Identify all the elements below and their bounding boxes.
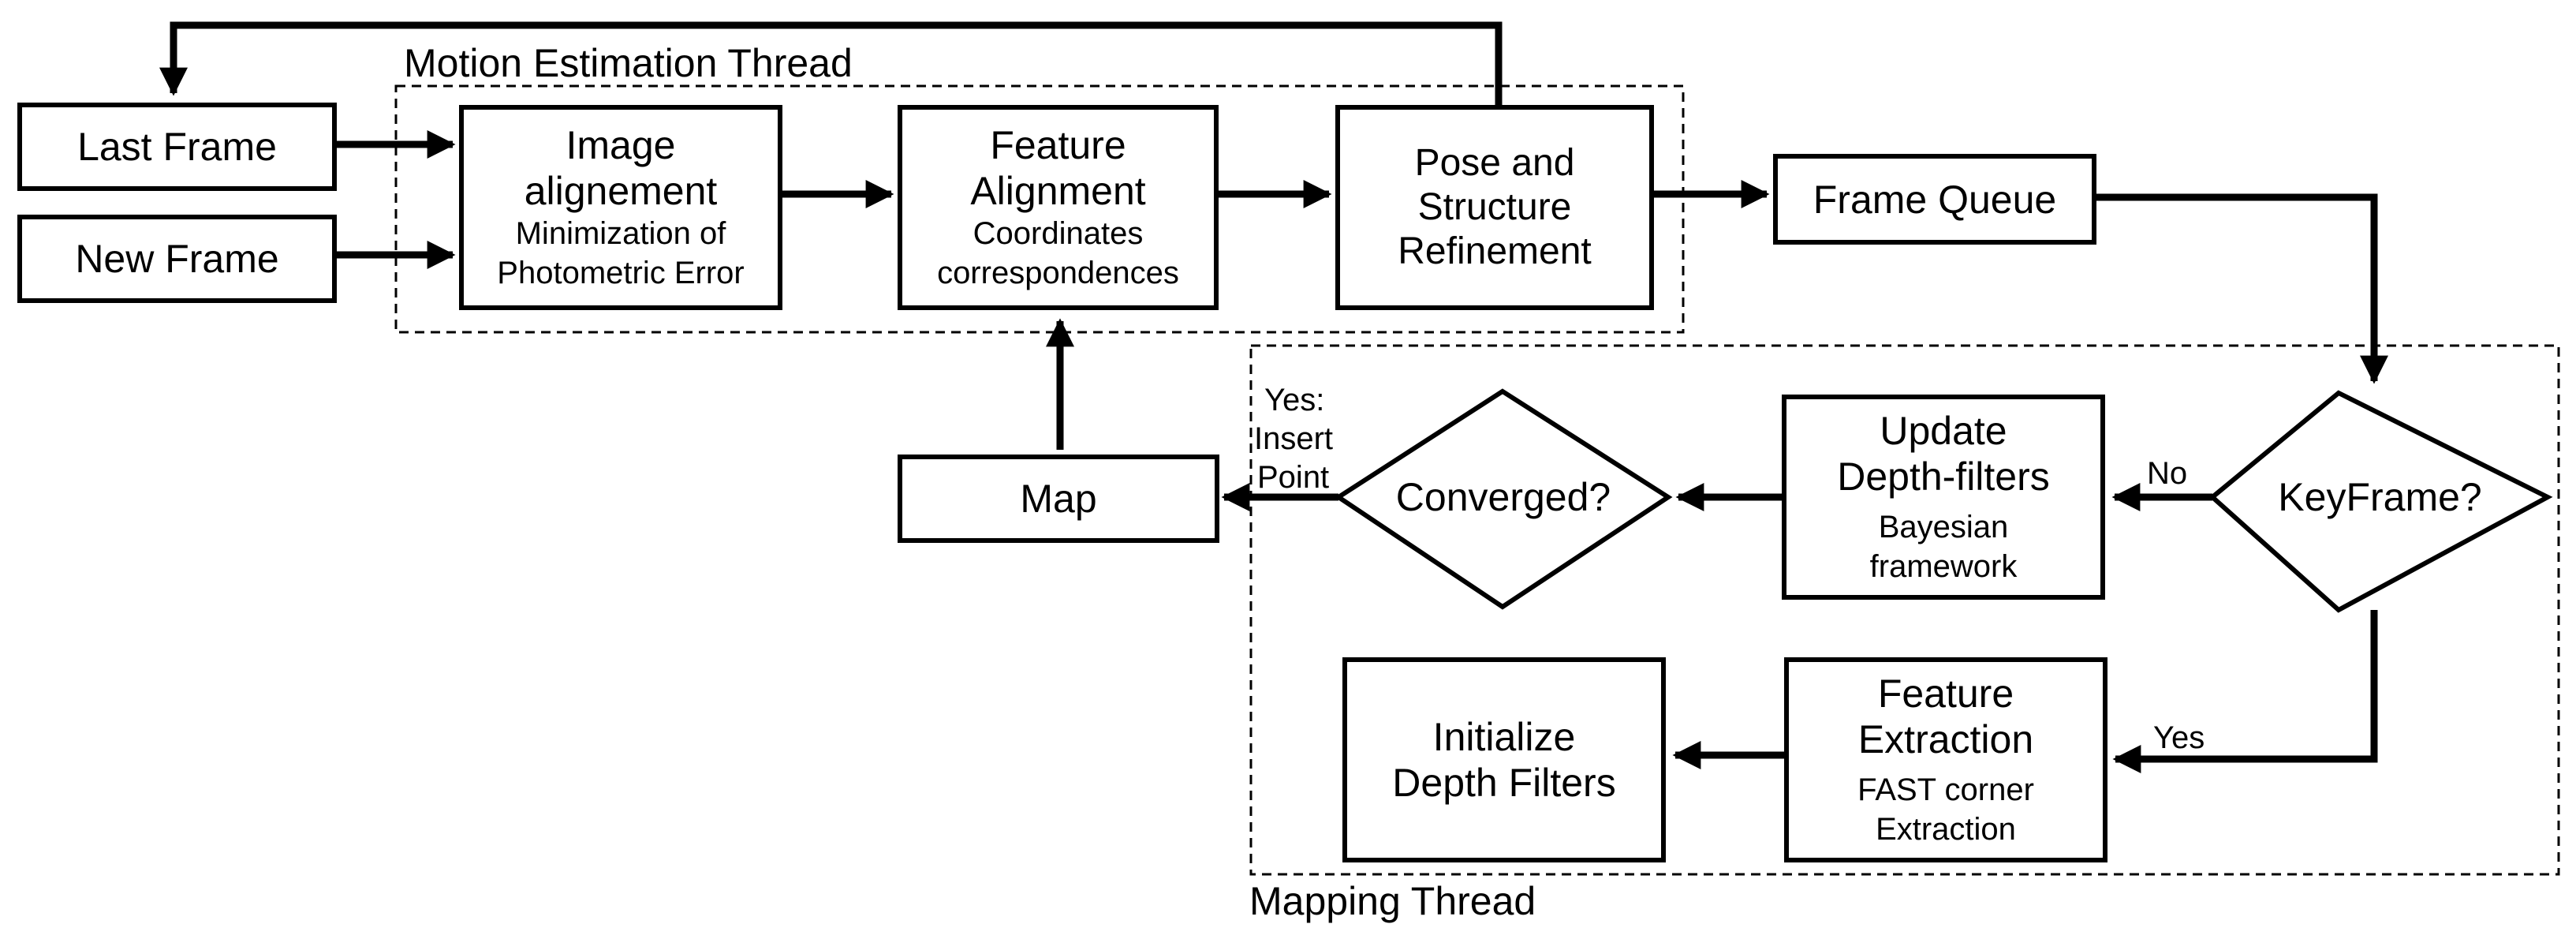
feature-extraction-box: Feature Extraction FAST corner Extractio…	[1784, 657, 2107, 862]
map-label: Map	[1020, 477, 1097, 521]
frame-queue-label: Frame Queue	[1813, 177, 2057, 222]
extraction-title-2: Extraction	[1857, 717, 2034, 761]
pose-refinement-line-2: Structure	[1417, 186, 1572, 228]
init-line-2: Depth Filters	[1392, 761, 1616, 805]
init-depth-filters-box: Initialize Depth Filters	[1342, 657, 1666, 862]
mapping-thread-label: Mapping Thread	[1249, 879, 1536, 923]
image-alignment-sub-1: Minimization of	[515, 216, 726, 251]
arrow-keyframe-yes-to-extraction	[2112, 610, 2378, 773]
extraction-sub-2: Extraction	[1876, 812, 2016, 847]
motion-thread-label: Motion Estimation Thread	[404, 41, 853, 85]
pose-refinement-line-3: Refinement	[1398, 230, 1592, 272]
feature-alignment-title-1: Feature	[990, 123, 1126, 167]
converged-diamond	[1334, 388, 1673, 610]
edge-label-yes-insert-2: Insert	[1254, 421, 1334, 456]
update-sub-1: Bayesian	[1878, 510, 2009, 544]
update-title-1: Update	[1880, 409, 2007, 453]
edge-label-yes-insert-1: Yes:	[1264, 383, 1325, 417]
edge-label-yes: Yes	[2153, 720, 2205, 755]
image-alignment-title-2: alignement	[524, 169, 718, 213]
converged-label: Converged?	[1395, 475, 1611, 519]
edge-label-yes-insert-3: Point	[1257, 460, 1330, 495]
last-frame-label: Last Frame	[77, 125, 277, 169]
extraction-sub-1: FAST corner	[1857, 773, 2034, 807]
update-sub-2: framework	[1869, 549, 2018, 584]
image-alignment-title-1: Image	[566, 123, 676, 167]
update-title-2: Depth-filters	[1837, 455, 2050, 499]
feature-alignment-title-2: Alignment	[970, 169, 1146, 213]
mapping-region	[1249, 344, 2560, 876]
arrow-feedback-to-last-frame	[159, 21, 1503, 105]
new-frame-label: New Frame	[75, 237, 279, 281]
image-alignment-sub-2: Photometric Error	[497, 256, 745, 290]
feature-alignment-box: Feature Alignment Coordinates correspond…	[898, 105, 1219, 310]
new-frame-box: New Frame	[17, 215, 337, 303]
feature-alignment-sub-2: correspondences	[937, 256, 1179, 290]
update-depth-filters-box: Update Depth-filters Bayesian framework	[1782, 395, 2105, 600]
init-line-1: Initialize	[1432, 715, 1576, 759]
extraction-title-1: Feature	[1877, 672, 2014, 716]
edge-label-no: No	[2147, 456, 2188, 491]
pose-refinement-box: Pose and Structure Refinement	[1335, 105, 1654, 310]
image-alignment-box: Image alignement Minimization of Photome…	[459, 105, 782, 310]
keyframe-label: KeyFrame?	[2278, 475, 2482, 519]
last-frame-box: Last Frame	[17, 103, 337, 191]
map-box: Map	[898, 455, 1219, 543]
keyframe-diamond	[2208, 390, 2553, 613]
pose-refinement-line-1: Pose and	[1414, 142, 1575, 184]
feature-alignment-sub-1: Coordinates	[973, 216, 1144, 251]
motion-estimation-region	[394, 84, 1685, 334]
arrow-frame-queue-to-keyframe	[2096, 193, 2388, 384]
frame-queue-box: Frame Queue	[1773, 154, 2096, 245]
